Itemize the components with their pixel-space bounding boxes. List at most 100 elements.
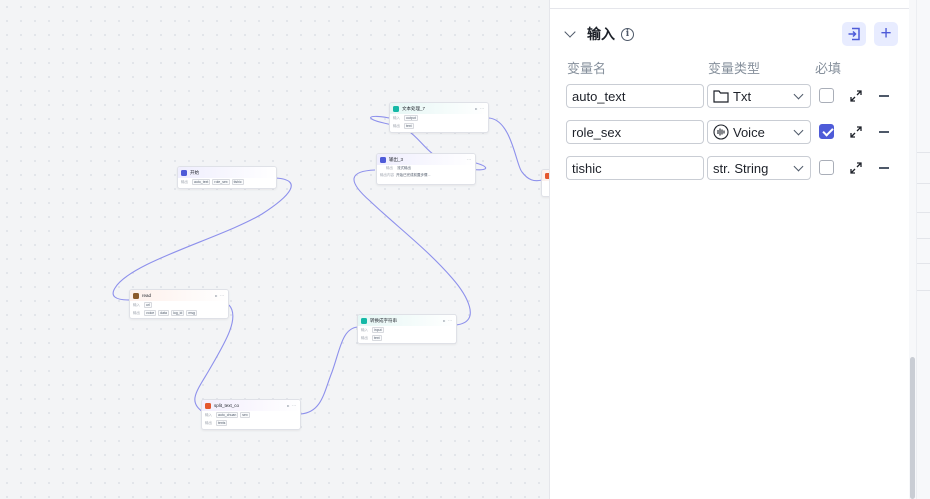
text-process-icon — [393, 105, 399, 112]
node-row: 输入 output — [390, 114, 488, 122]
edge-output-text[interactable] — [370, 115, 486, 171]
chip: voice — [144, 310, 157, 316]
chevron-down-icon[interactable] — [564, 26, 576, 38]
required-checkbox[interactable] — [819, 160, 834, 175]
chevron-down-icon — [793, 161, 804, 172]
column-headers: 变量名 变量类型 必填 — [567, 58, 897, 76]
edge-text-next[interactable] — [488, 117, 543, 182]
expand-icon[interactable] — [849, 125, 863, 139]
node-header: read ▸ ··· — [130, 290, 228, 301]
node-controls[interactable]: ▸ ··· — [443, 318, 453, 323]
row-label: 输出 — [133, 310, 140, 315]
node-read[interactable]: read ▸ ··· 输入 url 输出 voice data log_id m… — [129, 289, 229, 319]
chip: text — [404, 123, 414, 129]
chip: msg — [186, 310, 197, 316]
python-icon — [205, 402, 211, 409]
node-row: 输出 流式输出 — [377, 165, 475, 172]
node-partial[interactable] — [541, 169, 550, 197]
scrollbar-thumb[interactable] — [910, 357, 915, 499]
row-text: 开始已完成前置步骤... — [396, 173, 431, 177]
row-label: 输出 — [181, 179, 188, 184]
node-header: 输出_3 ··· — [377, 154, 475, 165]
variable-name-input[interactable] — [566, 84, 704, 108]
chip: texts — [216, 420, 228, 426]
divider — [917, 263, 930, 264]
str-icon: str. — [713, 160, 731, 176]
col-header-required: 必填 — [815, 61, 842, 76]
variable-row: str. String — [566, 156, 904, 182]
divider — [917, 183, 930, 184]
node-controls[interactable]: ··· — [466, 157, 472, 162]
variable-type-select[interactable]: Txt — [707, 84, 811, 108]
remove-icon[interactable] — [879, 131, 889, 133]
variable-row: Txt — [566, 84, 904, 110]
variable-type-select[interactable]: Voice — [707, 120, 811, 144]
info-icon[interactable]: i — [621, 27, 634, 41]
remove-icon[interactable] — [879, 95, 889, 97]
node-row: 输出 voice data log_id msg — [130, 309, 228, 317]
plus-icon: + — [880, 23, 892, 44]
expand-icon[interactable] — [849, 161, 863, 175]
node-controls[interactable]: ▸ ··· — [475, 106, 485, 111]
chip: sex — [240, 412, 250, 418]
node-row: 输出内容 开始已完成前置步骤... — [377, 172, 475, 179]
type-label: String — [734, 160, 769, 176]
type-label: Txt — [733, 88, 752, 104]
remove-icon[interactable] — [879, 167, 889, 169]
chip: role_sex — [212, 179, 230, 185]
variable-row: Voice — [566, 120, 904, 146]
edge-json-output[interactable] — [353, 169, 471, 326]
node-split-text[interactable]: split_text_co ▸ ··· 输入 auto_chuan sex 输出… — [201, 399, 301, 430]
chevron-down-icon — [793, 89, 804, 100]
row-label: 输出 — [205, 420, 212, 425]
chip: data — [158, 310, 169, 316]
node-header: 转换成字符串 ▸ ··· — [358, 315, 456, 326]
col-header-type: 变量类型 — [708, 61, 761, 76]
node-row: 输出 text — [358, 334, 456, 342]
node-title: read — [142, 293, 152, 298]
edge-start-read[interactable] — [112, 177, 292, 301]
node-controls[interactable]: ▸ ··· — [287, 403, 297, 408]
add-variable-button[interactable]: + — [874, 22, 898, 46]
node-output[interactable]: 输出_3 ··· 输出 流式输出 输出内容 开始已完成前置步骤... — [376, 153, 476, 185]
edge-read-split[interactable] — [194, 304, 234, 413]
folder-icon — [713, 90, 729, 103]
variable-name-input[interactable] — [566, 156, 704, 180]
start-icon — [181, 169, 187, 176]
node-controls[interactable]: ▸ ··· — [215, 293, 225, 298]
node-to-string[interactable]: 转换成字符串 ▸ ··· 输入 input 输出 text — [357, 314, 457, 344]
output-icon — [380, 156, 386, 163]
required-checkbox[interactable] — [819, 88, 834, 103]
section-title: 输入 — [587, 26, 615, 42]
node-icon — [545, 172, 550, 179]
node-row: 输出 auto_text role_sex tishic — [178, 178, 276, 186]
divider — [917, 212, 930, 213]
node-header: 开始 — [178, 167, 276, 178]
node-title: 文本处理_7 — [402, 105, 426, 111]
expand-icon[interactable] — [849, 89, 863, 103]
chip: auto_text — [192, 179, 211, 185]
node-config-panel: 输入 i + 变量名 变量类型 必填 Txt — [549, 0, 910, 499]
node-row: 输入 url — [130, 301, 228, 309]
row-label: 输出 — [393, 123, 400, 128]
required-checkbox[interactable] — [819, 124, 834, 139]
variable-type-select[interactable]: str. String — [707, 156, 811, 180]
workflow-canvas[interactable]: 开始 输出 auto_text role_sex tishic 文本处理_7 ▸… — [0, 0, 550, 499]
col-header-name: 变量名 — [567, 61, 607, 76]
row-label: 输出 — [361, 335, 368, 340]
import-icon — [848, 27, 860, 41]
node-header: 文本处理_7 ▸ ··· — [390, 103, 488, 114]
variable-name-input[interactable] — [566, 120, 704, 144]
node-text-processing[interactable]: 文本处理_7 ▸ ··· 输入 output 输出 text — [389, 102, 489, 133]
chevron-down-icon — [793, 125, 804, 136]
divider — [550, 8, 910, 9]
row-label: 输入 — [133, 302, 140, 307]
node-row: 输出 texts — [202, 419, 300, 427]
edge-split-json[interactable] — [300, 326, 359, 415]
chip: url — [144, 302, 152, 308]
row-label: 输出 — [386, 166, 393, 170]
node-start[interactable]: 开始 输出 auto_text role_sex tishic — [177, 166, 277, 189]
scrollbar-track[interactable] — [909, 0, 916, 499]
node-row: 输入 auto_chuan sex — [202, 411, 300, 419]
import-button[interactable] — [842, 22, 866, 46]
